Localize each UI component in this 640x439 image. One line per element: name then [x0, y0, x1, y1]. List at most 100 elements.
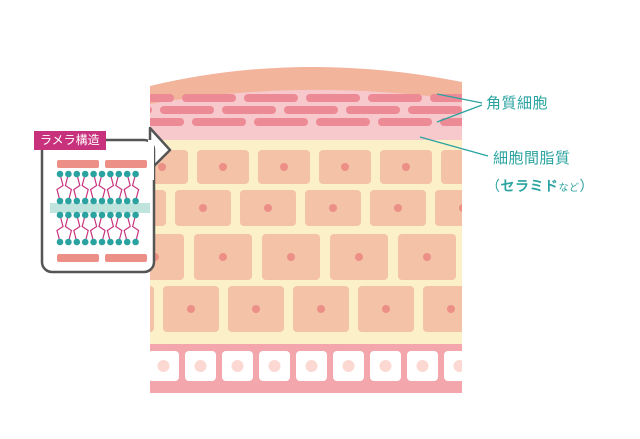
lipid-tail: [59, 173, 64, 188]
lipid-tail: [123, 228, 128, 243]
lipid-head: [132, 211, 139, 219]
lipid-tail: [73, 187, 78, 202]
lipid-tail: [73, 228, 78, 243]
lipid-head: [107, 211, 114, 219]
skin-surface: [150, 66, 462, 104]
cell-nucleus: [219, 163, 227, 171]
corneocyte-leader-lower: [436, 104, 483, 123]
cell-nucleus: [199, 204, 207, 212]
basal-cell-nucleus: [379, 360, 392, 372]
lipid-tail: [131, 214, 137, 229]
corneocyte-cell: [254, 118, 308, 126]
cell-nucleus: [459, 204, 462, 212]
corneocyte-cell: [244, 94, 298, 102]
lipid-head: [115, 211, 123, 219]
lipid-head: [132, 170, 139, 178]
lipid-tail: [67, 228, 73, 243]
lipid-tail: [67, 187, 73, 202]
lamella-corneocyte-edge: [105, 254, 147, 262]
lipid-tail: [93, 173, 98, 188]
ceramide-text: セラミド: [500, 179, 559, 195]
lipid-tail: [98, 173, 103, 188]
leader-lines: [419, 93, 489, 157]
corneocyte-cell: [440, 118, 462, 126]
lipid-head: [65, 197, 72, 205]
lipid-tail: [93, 214, 98, 229]
corneocyte-leader-upper: [436, 93, 483, 104]
lipid-head: [98, 170, 106, 178]
lipid-head: [56, 170, 64, 178]
lipid-head: [115, 197, 123, 205]
intercellular-lipid-label: 細胞間脂質: [493, 149, 571, 167]
lipid-leader: [419, 136, 489, 157]
lipid-tail: [123, 187, 128, 202]
basal-cell-nucleus: [157, 360, 170, 372]
cell-nucleus: [491, 253, 499, 261]
lipid-tail: [101, 187, 106, 202]
lamella-corneocyte-edge: [57, 160, 99, 168]
ceramide-open-paren: （: [486, 179, 501, 195]
corneocyte-cell: [150, 118, 184, 126]
lipid-head: [107, 170, 114, 178]
lipid-head: [98, 197, 106, 205]
lipid-head: [73, 211, 81, 219]
cell-nucleus: [355, 253, 363, 261]
lipid-head: [81, 170, 89, 178]
cell-nucleus: [287, 253, 295, 261]
basal-cell-nucleus: [231, 360, 244, 372]
lipid-tail: [109, 173, 115, 188]
lipid-head: [56, 197, 64, 205]
corneocyte-cell: [408, 106, 462, 114]
lipid-head: [81, 211, 89, 219]
lipid-head: [107, 238, 114, 246]
lamella-water-layer: [50, 203, 150, 213]
lipid-tail: [126, 214, 131, 229]
lipid-tail: [118, 187, 123, 202]
cell-nucleus: [219, 253, 227, 261]
lipid-head: [56, 238, 64, 246]
lipid-head: [90, 170, 97, 178]
basal-cell-nucleus: [194, 360, 207, 372]
cell-nucleus: [317, 305, 325, 313]
lipid-tail: [81, 173, 86, 188]
cell-nucleus: [329, 204, 337, 212]
basal-cell-nucleus: [416, 360, 429, 372]
lipid-head: [98, 238, 106, 246]
cell-nucleus: [187, 305, 195, 313]
lipid-head: [123, 197, 131, 205]
lipid-tail: [84, 187, 89, 202]
lipid-tail: [64, 214, 69, 229]
cell-nucleus: [394, 204, 402, 212]
lipid-head: [132, 197, 139, 205]
lipid-head: [73, 238, 81, 246]
lamella-callout: [40, 126, 172, 274]
lipid-head: [115, 170, 123, 178]
lipid-tail: [106, 187, 111, 202]
ceramide-label: （セラミドなど）: [486, 176, 594, 196]
lipid-head: [73, 197, 81, 205]
lipid-head: [123, 170, 131, 178]
corneocyte-cell: [306, 94, 360, 102]
lipid-tail: [89, 228, 95, 243]
lipid-tail: [89, 187, 95, 202]
corneocyte-cell: [150, 106, 152, 114]
lipid-head: [56, 211, 64, 219]
cell-nucleus: [252, 305, 260, 313]
lipid-tail: [81, 214, 86, 229]
lipid-tail: [109, 214, 115, 229]
cell-nucleus: [402, 163, 410, 171]
lamella-corneocyte-edge: [57, 254, 99, 262]
corneocyte-layer: [150, 94, 462, 126]
epidermal-cell-layer: [122, 150, 499, 332]
lipid-tail: [84, 228, 89, 243]
lipid-tail: [135, 228, 140, 243]
lipid-tail: [118, 228, 123, 243]
basal-cell-nucleus: [305, 360, 318, 372]
corneocyte-cell: [182, 94, 236, 102]
lipid-tail: [56, 228, 61, 243]
lipid-head: [132, 238, 139, 246]
lipid-head: [81, 238, 89, 246]
cell-nucleus: [122, 305, 130, 313]
lipid-head: [65, 211, 72, 219]
